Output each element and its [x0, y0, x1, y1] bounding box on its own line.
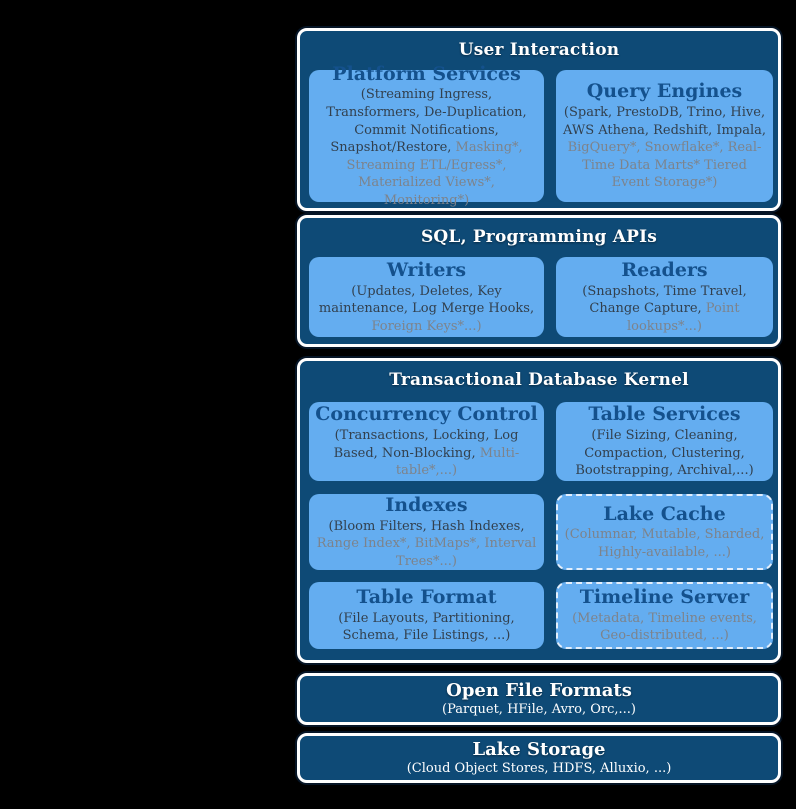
box-indexes-text: (Bloom Filters, Hash Indexes, Range Inde… [316, 518, 537, 569]
box-readers-title: Readers [621, 258, 708, 281]
box-indexes-title: Indexes [385, 493, 468, 516]
section-open-file-formats-subtitle: (Parquet, HFile, Avro, Orc,...) [442, 701, 636, 717]
box-table-services-text: (File Sizing, Cleaning, Compaction, Clus… [575, 428, 754, 479]
box-readers: Readers (Snapshots, Time Travel, Change … [556, 257, 773, 337]
box-timeline-server: Timeline Server (Metadata, Timeline even… [556, 582, 773, 649]
box-table-services-title: Table Services [588, 403, 741, 426]
box-platform-services-title: Platform Services [332, 62, 521, 85]
box-table-services: Table Services (File Sizing, Cleaning, C… [556, 402, 773, 481]
box-lake-cache-title: Lake Cache [603, 502, 726, 525]
box-query-engines-text: (Spark, PrestoDB, Trino, Hive, AWS Athen… [563, 105, 766, 191]
box-query-engines-title: Query Engines [586, 80, 743, 103]
box-readers-text: (Snapshots, Time Travel, Change Capture,… [582, 283, 747, 334]
box-table-format-title: Table Format [356, 586, 497, 609]
section-lake-storage-subtitle: (Cloud Object Stores, HDFS, Alluxio, ...… [406, 760, 672, 776]
section-open-file-formats-title: Open File Formats [446, 680, 632, 702]
box-table-format-text: (File Layouts, Partitioning, Schema, Fil… [338, 610, 515, 644]
section-sql-programming-apis: SQL, Programming APIs Writers (Updates, … [297, 215, 781, 347]
box-lake-cache-text: (Columnar, Mutable, Sharded, Highly-avai… [564, 527, 765, 560]
box-timeline-server-text: (Metadata, Timeline events, Geo-distribu… [572, 610, 757, 644]
box-writers: Writers (Updates, Deletes, Key maintenan… [309, 257, 544, 337]
section-lake-storage-title: Lake Storage [472, 739, 606, 761]
box-indexes: Indexes (Bloom Filters, Hash Indexes, Ra… [309, 494, 544, 570]
box-platform-services: Platform Services (Streaming Ingress, Tr… [309, 63, 544, 208]
box-concurrency-control: Concurrency Control (Transactions, Locki… [309, 402, 544, 481]
box-concurrency-control-title: Concurrency Control [315, 403, 538, 426]
section-user-interaction: User Interaction Platform Services (Stre… [297, 28, 781, 211]
section-user-interaction-title: User Interaction [458, 40, 620, 60]
box-platform-services-text: (Streaming Ingress, Transformers, De-Dup… [326, 87, 527, 208]
section-open-file-formats: Open File Formats (Parquet, HFile, Avro,… [297, 673, 781, 725]
section-lake-storage: Lake Storage (Cloud Object Stores, HDFS,… [297, 733, 781, 783]
section-sql-programming-apis-title: SQL, Programming APIs [420, 227, 658, 247]
box-writers-title: Writers [386, 258, 467, 281]
box-table-format: Table Format (File Layouts, Partitioning… [309, 582, 544, 649]
section-transactional-database-kernel-title: Transactional Database Kernel [389, 370, 689, 390]
box-writers-text: (Updates, Deletes, Key maintenance, Log … [318, 283, 535, 334]
box-lake-cache: Lake Cache (Columnar, Mutable, Sharded, … [556, 494, 773, 570]
box-concurrency-control-text: (Transactions, Locking, Log Based, Non-B… [333, 428, 520, 479]
section-transactional-database-kernel: Transactional Database Kernel Concurrenc… [297, 358, 781, 663]
box-query-engines: Query Engines (Spark, PrestoDB, Trino, H… [556, 70, 773, 202]
box-timeline-server-title: Timeline Server [579, 586, 750, 609]
